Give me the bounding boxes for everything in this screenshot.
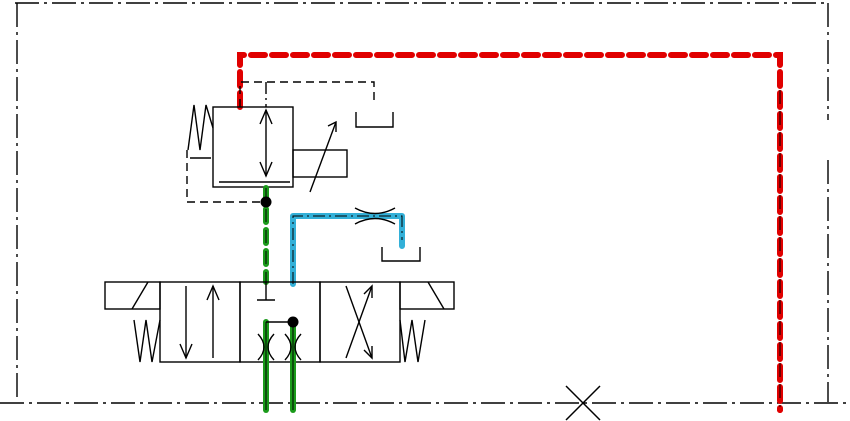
dcv-p1-arrow-right-head — [206, 284, 220, 301]
dcv-position-1 — [159, 281, 241, 363]
solenoid-box — [292, 149, 348, 178]
valve-body — [212, 106, 294, 188]
proportional-pressure-valve — [186, 81, 394, 203]
flow-arrow-head-top — [259, 108, 273, 125]
dcv-p3-arrow-b — [345, 285, 373, 359]
dcv-position-3 — [319, 281, 401, 363]
pilot-line-end-dot — [777, 407, 783, 413]
twin-orifices — [257, 333, 302, 361]
pilot-pressure-line — [237, 52, 783, 413]
valve-external-pilot — [186, 150, 266, 203]
solenoid-variable-arrow — [309, 121, 337, 193]
dcv-right-spring-icon — [399, 319, 426, 363]
drain-line — [290, 213, 405, 287]
dcv-left-spring-icon — [133, 319, 161, 363]
valve-spring-icon — [187, 104, 214, 151]
enclosure-boundary — [0, 2, 850, 404]
tank-upper-icon — [355, 112, 394, 128]
dcv-left-solenoid-diag — [131, 281, 149, 310]
dcv-left-solenoid — [104, 281, 161, 310]
drain-line-core — [292, 215, 403, 284]
valve-pilot-drain — [239, 81, 375, 107]
dcv-p3-arrow-a-head — [363, 346, 373, 360]
flow-arrow-head-bottom — [259, 161, 273, 178]
dcv-right-solenoid-diag — [427, 281, 445, 310]
orifice-restrictor — [354, 207, 396, 225]
boundary-cross-marker — [565, 385, 601, 421]
junction-dot-upper — [260, 196, 272, 208]
directional-control-valve — [104, 281, 455, 363]
tank-lower-icon — [381, 247, 421, 262]
dcv-p1-arrow-left-head — [179, 343, 193, 360]
dcv-right-solenoid — [399, 281, 455, 310]
solenoid-arrow-head — [327, 120, 337, 132]
dcv-p3-arrow-b-head — [363, 284, 373, 298]
junction-dot-lower — [287, 316, 299, 328]
